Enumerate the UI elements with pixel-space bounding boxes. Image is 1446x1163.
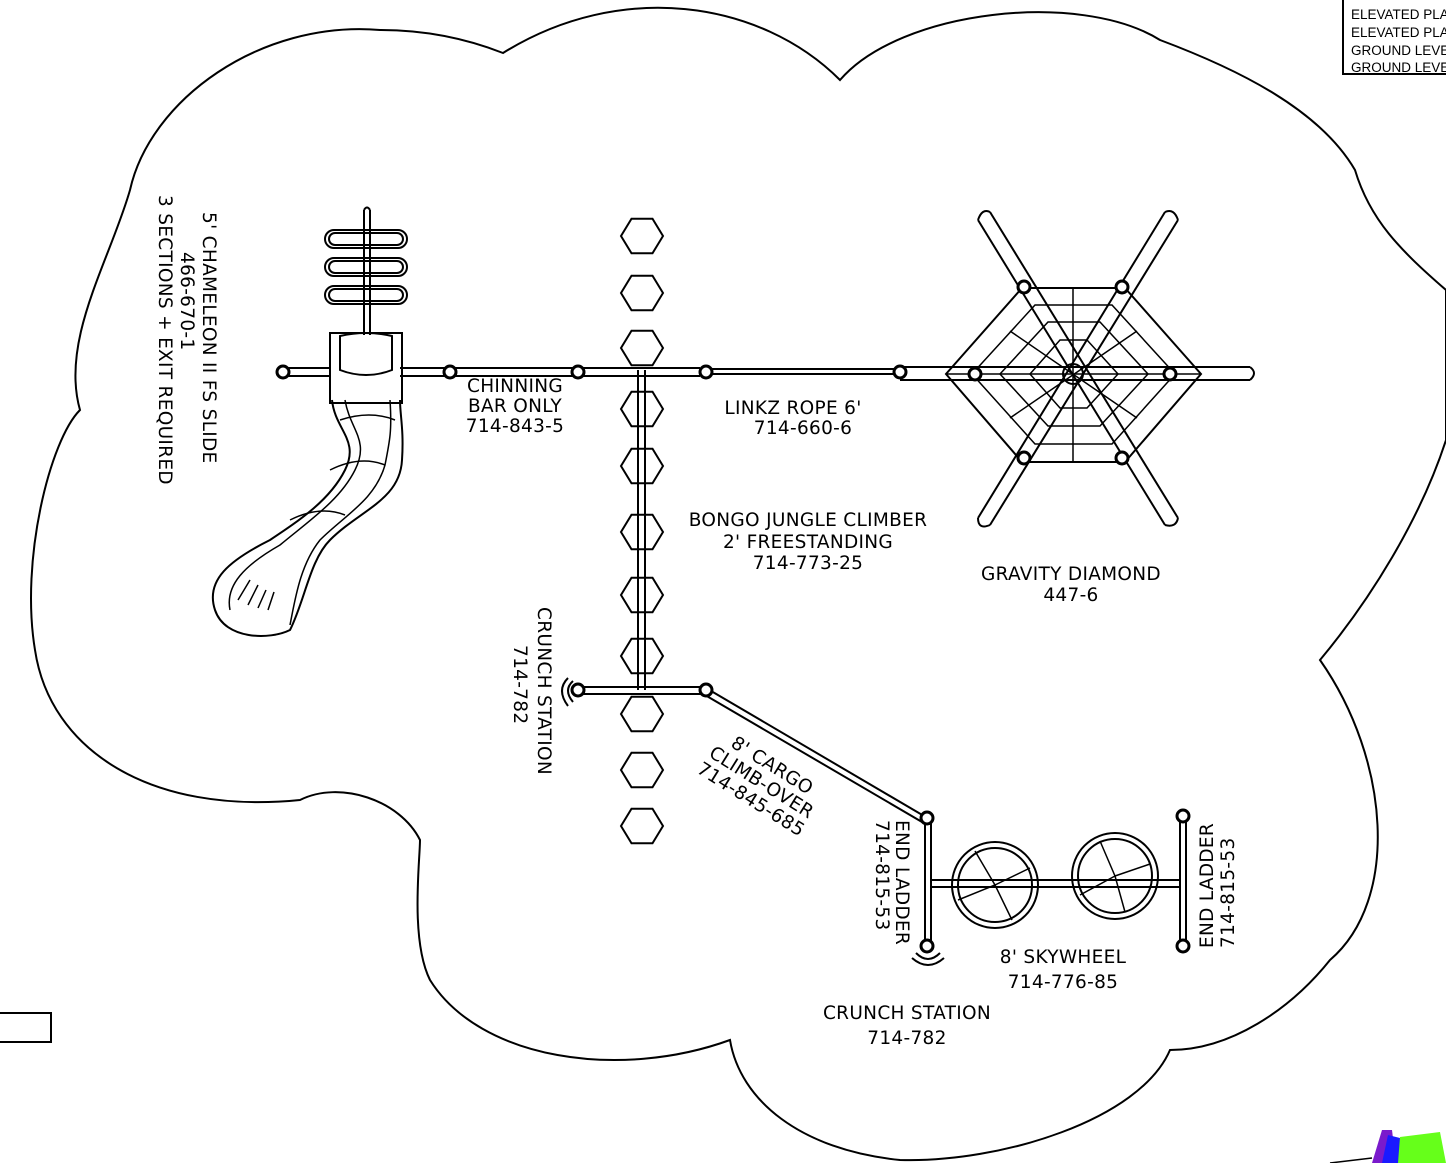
post [1016,279,1032,295]
climber-hexagon [619,329,665,367]
label-end-ladder-right: END LADDER 714-815-53 [1197,823,1239,948]
post [442,364,458,380]
climber-hexagon [619,513,665,551]
svg-text:447-6: 447-6 [1043,585,1098,606]
legend-box [1342,0,1446,75]
climber-hexagon [619,637,665,675]
svg-text:2' FREESTANDING: 2' FREESTANDING [723,532,893,553]
bongo-climber [619,217,665,845]
post [570,364,586,380]
post [967,366,983,382]
svg-text:8' SKYWHEEL: 8' SKYWHEEL [1000,947,1127,968]
cargo-climb-over [578,686,925,823]
svg-text:466-670-1: 466-670-1 [176,252,197,350]
svg-text:END LADDER: END LADDER [1197,823,1218,948]
post [698,364,714,380]
svg-text:BONGO JUNGLE CLIMBER: BONGO JUNGLE CLIMBER [689,510,927,531]
posts [275,279,1191,954]
post [892,364,908,380]
post [1114,450,1130,466]
post [275,364,291,380]
label-cargo-climb-over: 8' CARGO CLIMB-OVER 714-845-685 [693,733,817,842]
chameleon-slide [211,206,408,637]
svg-text:3 SECTIONS + EXIT REQUIRED: 3 SECTIONS + EXIT REQUIRED [154,195,175,485]
svg-text:CRUNCH STATION: CRUNCH STATION [533,607,554,775]
svg-text:714-776-85: 714-776-85 [1008,972,1119,993]
label-crunch-station-bottom: CRUNCH STATION 714-782 [823,1003,991,1049]
svg-text:CHINNING: CHINNING [467,376,563,397]
svg-text:BAR ONLY: BAR ONLY [468,396,562,417]
climber-hexagon [619,695,665,733]
skywheel-assembly [911,816,1187,966]
legend-row-4: GROUND LEVEL [1351,60,1446,75]
post [698,682,714,698]
skywheel-left [951,841,1039,929]
climber-hexagon [619,274,665,312]
post [919,810,935,826]
svg-text:714-773-25: 714-773-25 [753,553,864,574]
svg-text:714-782: 714-782 [509,645,530,724]
svg-text:5' CHAMELEON II FS SLIDE: 5' CHAMELEON II FS SLIDE [198,212,219,464]
hexagon-column [619,217,665,845]
legend-row-2: ELEVATED PLAY [1351,25,1446,40]
svg-text:714-843-5: 714-843-5 [466,416,564,437]
post [1175,808,1191,824]
legend-row-3: GROUND LEVEL [1351,43,1446,58]
logo-green-shape [1398,1132,1446,1163]
crunch-station-left [561,677,574,707]
climber-hexagon [619,217,665,255]
post [1175,938,1191,954]
label-skywheel: 8' SKYWHEEL 714-776-85 [1000,947,1127,993]
logo-blue-shape [1382,1135,1400,1163]
legend-row-1: ELEVATED PLAY [1351,7,1446,22]
post [570,682,586,698]
label-slide: 5' CHAMELEON II FS SLIDE 466-670-1 3 SEC… [154,195,219,485]
post [1016,450,1032,466]
label-crunch-station-vertical: CRUNCH STATION 714-782 [509,607,554,775]
post [919,938,935,954]
climber-hexagon [619,751,665,789]
skywheel-right [1071,832,1159,920]
brand-logo [1329,1130,1446,1163]
svg-text:714-660-6: 714-660-6 [754,418,852,439]
site-boundary [30,6,1446,1162]
crunch-station-bottom [911,952,945,966]
climber-hexagon [619,447,665,485]
svg-text:GRAVITY DIAMOND: GRAVITY DIAMOND [981,564,1161,585]
svg-text:714-782: 714-782 [867,1028,946,1049]
climber-hexagon [619,576,665,614]
label-end-ladder-left: END LADDER 714-815-53 [871,820,912,945]
label-gravity-diamond: GRAVITY DIAMOND 447-6 [981,564,1161,606]
climber-hexagon [619,390,665,428]
svg-text:714-815-53: 714-815-53 [871,820,892,931]
label-linkz-rope: LINKZ ROPE 6' 714-660-6 [724,398,861,439]
post [1114,279,1130,295]
post [1162,366,1178,382]
gravity-diamond [900,210,1255,528]
legend: ELEVATED PLAY ELEVATED PLAY GROUND LEVEL… [1342,0,1446,75]
legend-swatch-box [0,1012,52,1043]
label-bongo-climber: BONGO JUNGLE CLIMBER 2' FREESTANDING 714… [689,510,927,574]
svg-text:CRUNCH STATION: CRUNCH STATION [823,1003,991,1024]
svg-text:714-815-53: 714-815-53 [1218,837,1239,948]
climber-hexagon [619,807,665,845]
svg-text:LINKZ ROPE 6': LINKZ ROPE 6' [724,398,861,419]
label-chinning-bar: CHINNING BAR ONLY 714-843-5 [466,376,564,437]
svg-text:END LADDER: END LADDER [891,820,912,945]
